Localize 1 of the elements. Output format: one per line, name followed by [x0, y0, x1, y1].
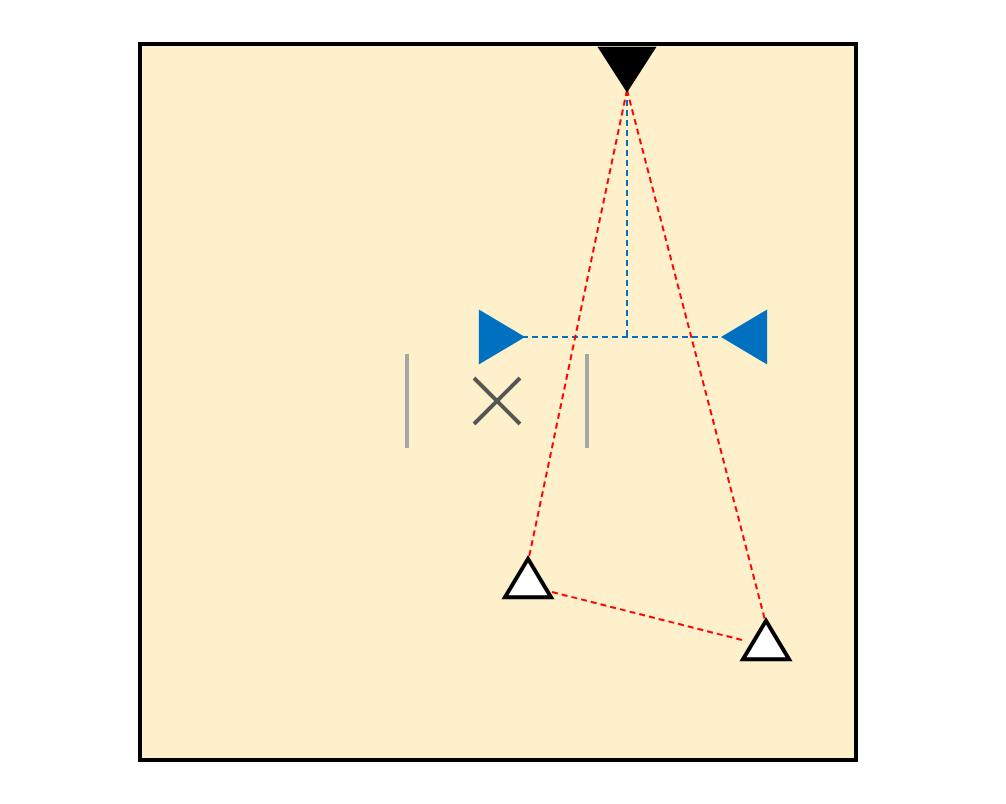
dashed-line [551, 591, 743, 641]
